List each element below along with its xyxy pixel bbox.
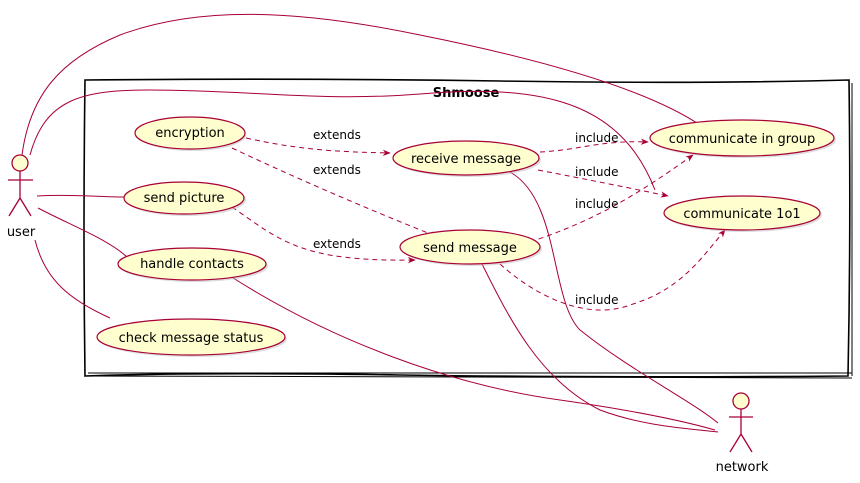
- assoc-receive-network: [509, 171, 719, 424]
- actor-network[interactable]: [729, 392, 753, 453]
- dep-encryption-receive: [245, 137, 391, 157]
- usecase-send-picture[interactable]: send picture: [123, 181, 246, 216]
- assoc-user-status: [34, 239, 111, 319]
- actor-network-head-icon: [732, 392, 750, 410]
- usecase-communicate-group[interactable]: communicate in group: [649, 119, 836, 158]
- assoc-contacts-network: [229, 275, 716, 431]
- usecase-receive-message-label: receive message: [411, 152, 521, 167]
- usecase-communicate-1o1[interactable]: communicate 1o1: [663, 195, 822, 232]
- actor-user[interactable]: [8, 154, 33, 217]
- edge-labels: extends extends extends include include …: [313, 128, 618, 307]
- system-boundary: Shmoose: [83, 78, 853, 379]
- usecase-check-status[interactable]: check message status: [96, 318, 287, 357]
- usecase-communicate-1o1-label: communicate 1o1: [683, 207, 800, 222]
- label-include-receive-1o1: include: [575, 165, 618, 179]
- usecase-communicate-group-label: communicate in group: [669, 132, 816, 147]
- actor-user-label: user: [7, 225, 36, 240]
- label-include-send-group: include: [575, 197, 618, 211]
- actor-network-label: network: [716, 460, 769, 475]
- usecase-handle-contacts[interactable]: handle contacts: [117, 247, 268, 282]
- association-lines: [21, 13, 719, 433]
- label-extends-encryption-receive: extends: [313, 128, 361, 142]
- usecase-send-message[interactable]: send message: [399, 229, 542, 266]
- label-extends-encryption-send: extends: [313, 163, 361, 177]
- actor-user-head-icon: [11, 154, 29, 172]
- dep-send-1o1: [499, 229, 726, 311]
- label-include-send-1o1: include: [575, 293, 618, 307]
- usecase-encryption-label: encryption: [155, 126, 225, 141]
- assoc-user-contacts: [37, 207, 129, 259]
- dep-picture-send: [231, 206, 416, 264]
- assoc-user-group: [21, 13, 701, 156]
- label-extends-picture-send: extends: [313, 237, 361, 251]
- dep-send-group: [529, 154, 694, 243]
- dep-encryption-send: [231, 147, 439, 238]
- assoc-user-picture: [36, 194, 126, 198]
- assoc-send-network: [481, 263, 719, 433]
- usecase-handle-contacts-label: handle contacts: [140, 257, 244, 272]
- usecase-send-message-label: send message: [423, 241, 517, 256]
- label-include-receive-group: include: [575, 131, 618, 145]
- dep-receive-1o1: [537, 169, 669, 198]
- usecase-send-picture-label: send picture: [144, 191, 225, 206]
- system-title: Shmoose: [433, 86, 500, 101]
- assoc-user-1o1: [29, 89, 656, 191]
- usecase-receive-message[interactable]: receive message: [392, 140, 541, 177]
- usecase-check-status-label: check message status: [119, 331, 264, 346]
- dependency-lines: [231, 137, 726, 311]
- dep-receive-group: [539, 138, 649, 153]
- usecase-encryption[interactable]: encryption: [134, 116, 246, 151]
